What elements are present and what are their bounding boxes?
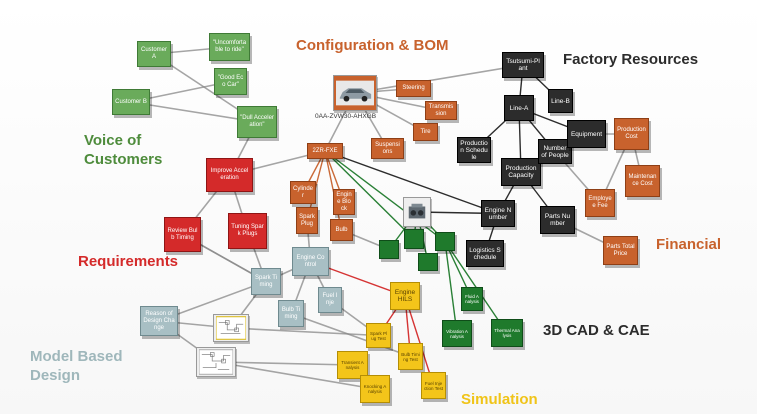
node-bulb-timing[interactable]: Bulb Timing xyxy=(278,300,304,327)
node-knocking-analysis[interactable]: Knocking Analysis xyxy=(360,375,390,403)
node-engine-2zr-fxe[interactable]: 2ZR-FXE xyxy=(307,143,343,159)
node-logistics-schedule[interactable]: Logistics Schedule xyxy=(466,240,504,267)
node-review-bulb-timing[interactable]: Review Bulb Timing xyxy=(164,217,201,252)
node-tire[interactable]: Tire xyxy=(413,123,438,141)
node-spark-timing[interactable]: Spark Timing xyxy=(251,268,281,295)
block-diagram-icon xyxy=(199,349,233,375)
node-spark-plug-test[interactable]: Spark Plug Test xyxy=(366,323,391,348)
title-financial: Financial xyxy=(656,236,722,253)
connector-tsutsumi_plant-car xyxy=(354,64,524,94)
node-cad-part-3[interactable] xyxy=(435,232,455,251)
connector-model_pic2-knocking_analysis xyxy=(215,361,376,390)
node-production-schedule[interactable]: Production Schedule xyxy=(457,137,491,163)
title-3d-cad-cae: 3D CAD & CAE xyxy=(543,322,650,339)
node-thermal-analysis[interactable]: Thermal Analysis xyxy=(491,319,523,347)
node-steering[interactable]: Steering xyxy=(396,80,431,97)
connector-model_pic2-transient_analysis xyxy=(215,361,353,366)
car-icon xyxy=(336,80,374,106)
node-customer-a[interactable]: Customer A xyxy=(137,41,171,67)
title-configuration-bom: Configuration & BOM xyxy=(296,37,449,54)
node-number-of-people[interactable]: Number of People xyxy=(538,139,572,164)
connector-engine_2zr-engine_number xyxy=(324,150,499,215)
node-engine-hils[interactable]: Engine HILS xyxy=(390,282,420,310)
title-voice-of-customers: Voice of Customers xyxy=(84,132,163,168)
node-line-a[interactable]: Line-A xyxy=(504,95,534,121)
node-parts-number[interactable]: Parts Number xyxy=(540,206,575,234)
node-suspension[interactable]: Suspensions xyxy=(371,138,404,159)
node-parts-total-price[interactable]: Parts Total Price xyxy=(603,236,638,265)
node-fuel-injection[interactable]: Fuel Inje xyxy=(318,287,342,313)
node-uncomfortable-to-ride[interactable]: "Uncomfortable to ride" xyxy=(209,33,250,61)
node-dull-acceleration[interactable]: "Dull Acceleration" xyxy=(237,106,277,138)
node-tsutsumi-plant[interactable]: Tsutsumi-Plant xyxy=(502,52,544,78)
node-customer-b[interactable]: Customer B xyxy=(112,89,150,115)
node-transient-analysis[interactable]: Transient Analysis xyxy=(337,351,368,379)
node-reason-of-design-change[interactable]: Reason of Design Change xyxy=(140,306,178,336)
node-tuning-spark-plugs[interactable]: Tuning Spark Plugs xyxy=(228,213,267,249)
node-bulb[interactable]: Bulb xyxy=(330,219,353,241)
node-fluid-analysis[interactable]: Fluid Analysis xyxy=(461,287,483,311)
node-car-vehicle[interactable] xyxy=(333,75,377,111)
node-employee-fee[interactable]: Employee Fee xyxy=(585,189,615,217)
node-engine-number[interactable]: Engine Number xyxy=(481,200,515,227)
title-factory-resources: Factory Resources xyxy=(563,51,699,68)
connector-model_pic1-spark_plug_test xyxy=(230,327,379,337)
node-production-capacity[interactable]: Production Capacity xyxy=(501,158,541,186)
engine-icon xyxy=(408,203,426,219)
node-cad-part-2[interactable] xyxy=(404,229,424,249)
title-requirements: Requirements xyxy=(78,253,179,270)
node-model-block-diagram-1[interactable] xyxy=(213,314,249,342)
node-bulb-timing-test[interactable]: Bulb Timing Test xyxy=(398,343,423,370)
node-equipment[interactable]: Equipment xyxy=(567,120,606,148)
node-improve-acceleration[interactable]: Improve Acceleration xyxy=(206,158,253,192)
car-part-number-label: 0AA-ZVW30-AHXGB xyxy=(315,113,377,120)
connector-customer_b-dull_acceleration xyxy=(130,101,258,123)
connector-bulb_timing-bulb_timing_test xyxy=(290,312,411,358)
node-cad-part-1[interactable] xyxy=(379,240,399,259)
node-line-b[interactable]: Line-B xyxy=(548,89,573,113)
node-transmission[interactable]: Transmission xyxy=(425,101,457,120)
block-diagram-icon xyxy=(216,316,246,340)
node-good-eco-car[interactable]: "Good Eco Car" xyxy=(214,68,247,95)
title-model-based-design: Model Based Design xyxy=(30,348,123,384)
node-spark-plug[interactable]: Spark Plug xyxy=(296,207,318,234)
node-engine-block[interactable]: Engine Block xyxy=(333,189,355,215)
node-cylinder[interactable]: Cylinder xyxy=(290,181,316,204)
connector-engine_2zr-cad2 xyxy=(324,150,415,240)
node-cad-part-4[interactable] xyxy=(418,253,438,271)
connector-cad3-vibration_analysis xyxy=(444,241,458,334)
node-model-block-diagram-2[interactable] xyxy=(196,347,236,377)
title-simulation: Simulation xyxy=(461,391,538,408)
node-maintenance-cost[interactable]: Maintenance Cost xyxy=(625,165,660,197)
node-production-cost[interactable]: Production Cost xyxy=(614,118,649,150)
connector-engine_hils-fuel_injection_test xyxy=(404,295,435,386)
node-engine-model[interactable] xyxy=(403,197,431,227)
node-engine-control[interactable]: Engine Control xyxy=(292,247,329,276)
node-fuel-injection-test[interactable]: Fuel Injection Test xyxy=(421,372,446,399)
node-vibration-analysis[interactable]: Vibration Analysis xyxy=(442,320,472,347)
